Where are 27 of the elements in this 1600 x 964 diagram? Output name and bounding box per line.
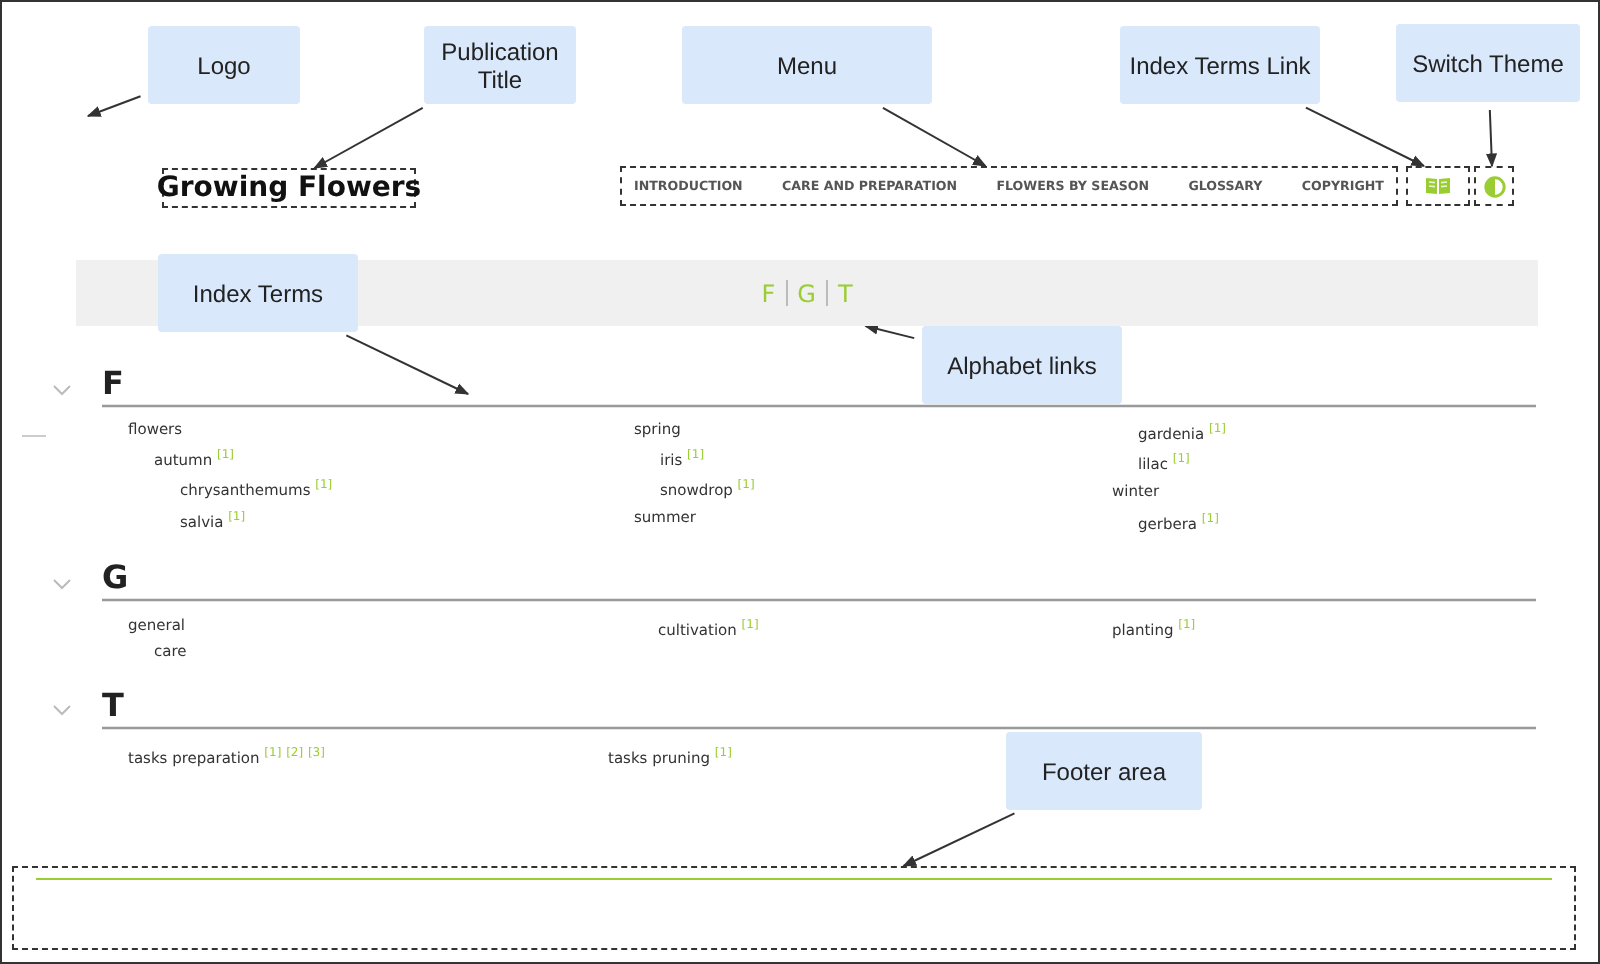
arrow (902, 812, 1016, 867)
callout-label: Publication Title (424, 26, 576, 104)
arrow (881, 106, 987, 167)
callout-label: Switch Theme (1396, 24, 1580, 102)
theme-switch-highlight-box (1474, 166, 1514, 206)
callout-label: Menu (682, 26, 932, 104)
footer-highlight-box (12, 866, 1576, 950)
arrow (345, 334, 470, 395)
callout-label: Alphabet links (922, 326, 1122, 404)
index-link-highlight-box (1406, 166, 1470, 206)
arrow (313, 106, 424, 169)
section-letter-heading: F (102, 364, 124, 402)
arrow (1485, 109, 1498, 168)
section-letter-heading: G (102, 558, 129, 596)
alphabet-link: T (835, 279, 855, 307)
callout-label: Index Terms (158, 254, 358, 332)
arrow (86, 95, 142, 117)
alphabet-link: F (759, 279, 778, 307)
section-letter-heading: T (102, 686, 124, 724)
menu-highlight-box (620, 166, 1398, 206)
callout-label: Index Terms Link (1120, 26, 1320, 104)
callout-label: Logo (148, 26, 300, 104)
arrow (864, 323, 916, 340)
arrow (1304, 106, 1426, 167)
callout-label: Footer area (1006, 732, 1202, 810)
publication-title: Growing Flowers (156, 172, 422, 204)
alphabet-link: G (795, 279, 818, 307)
